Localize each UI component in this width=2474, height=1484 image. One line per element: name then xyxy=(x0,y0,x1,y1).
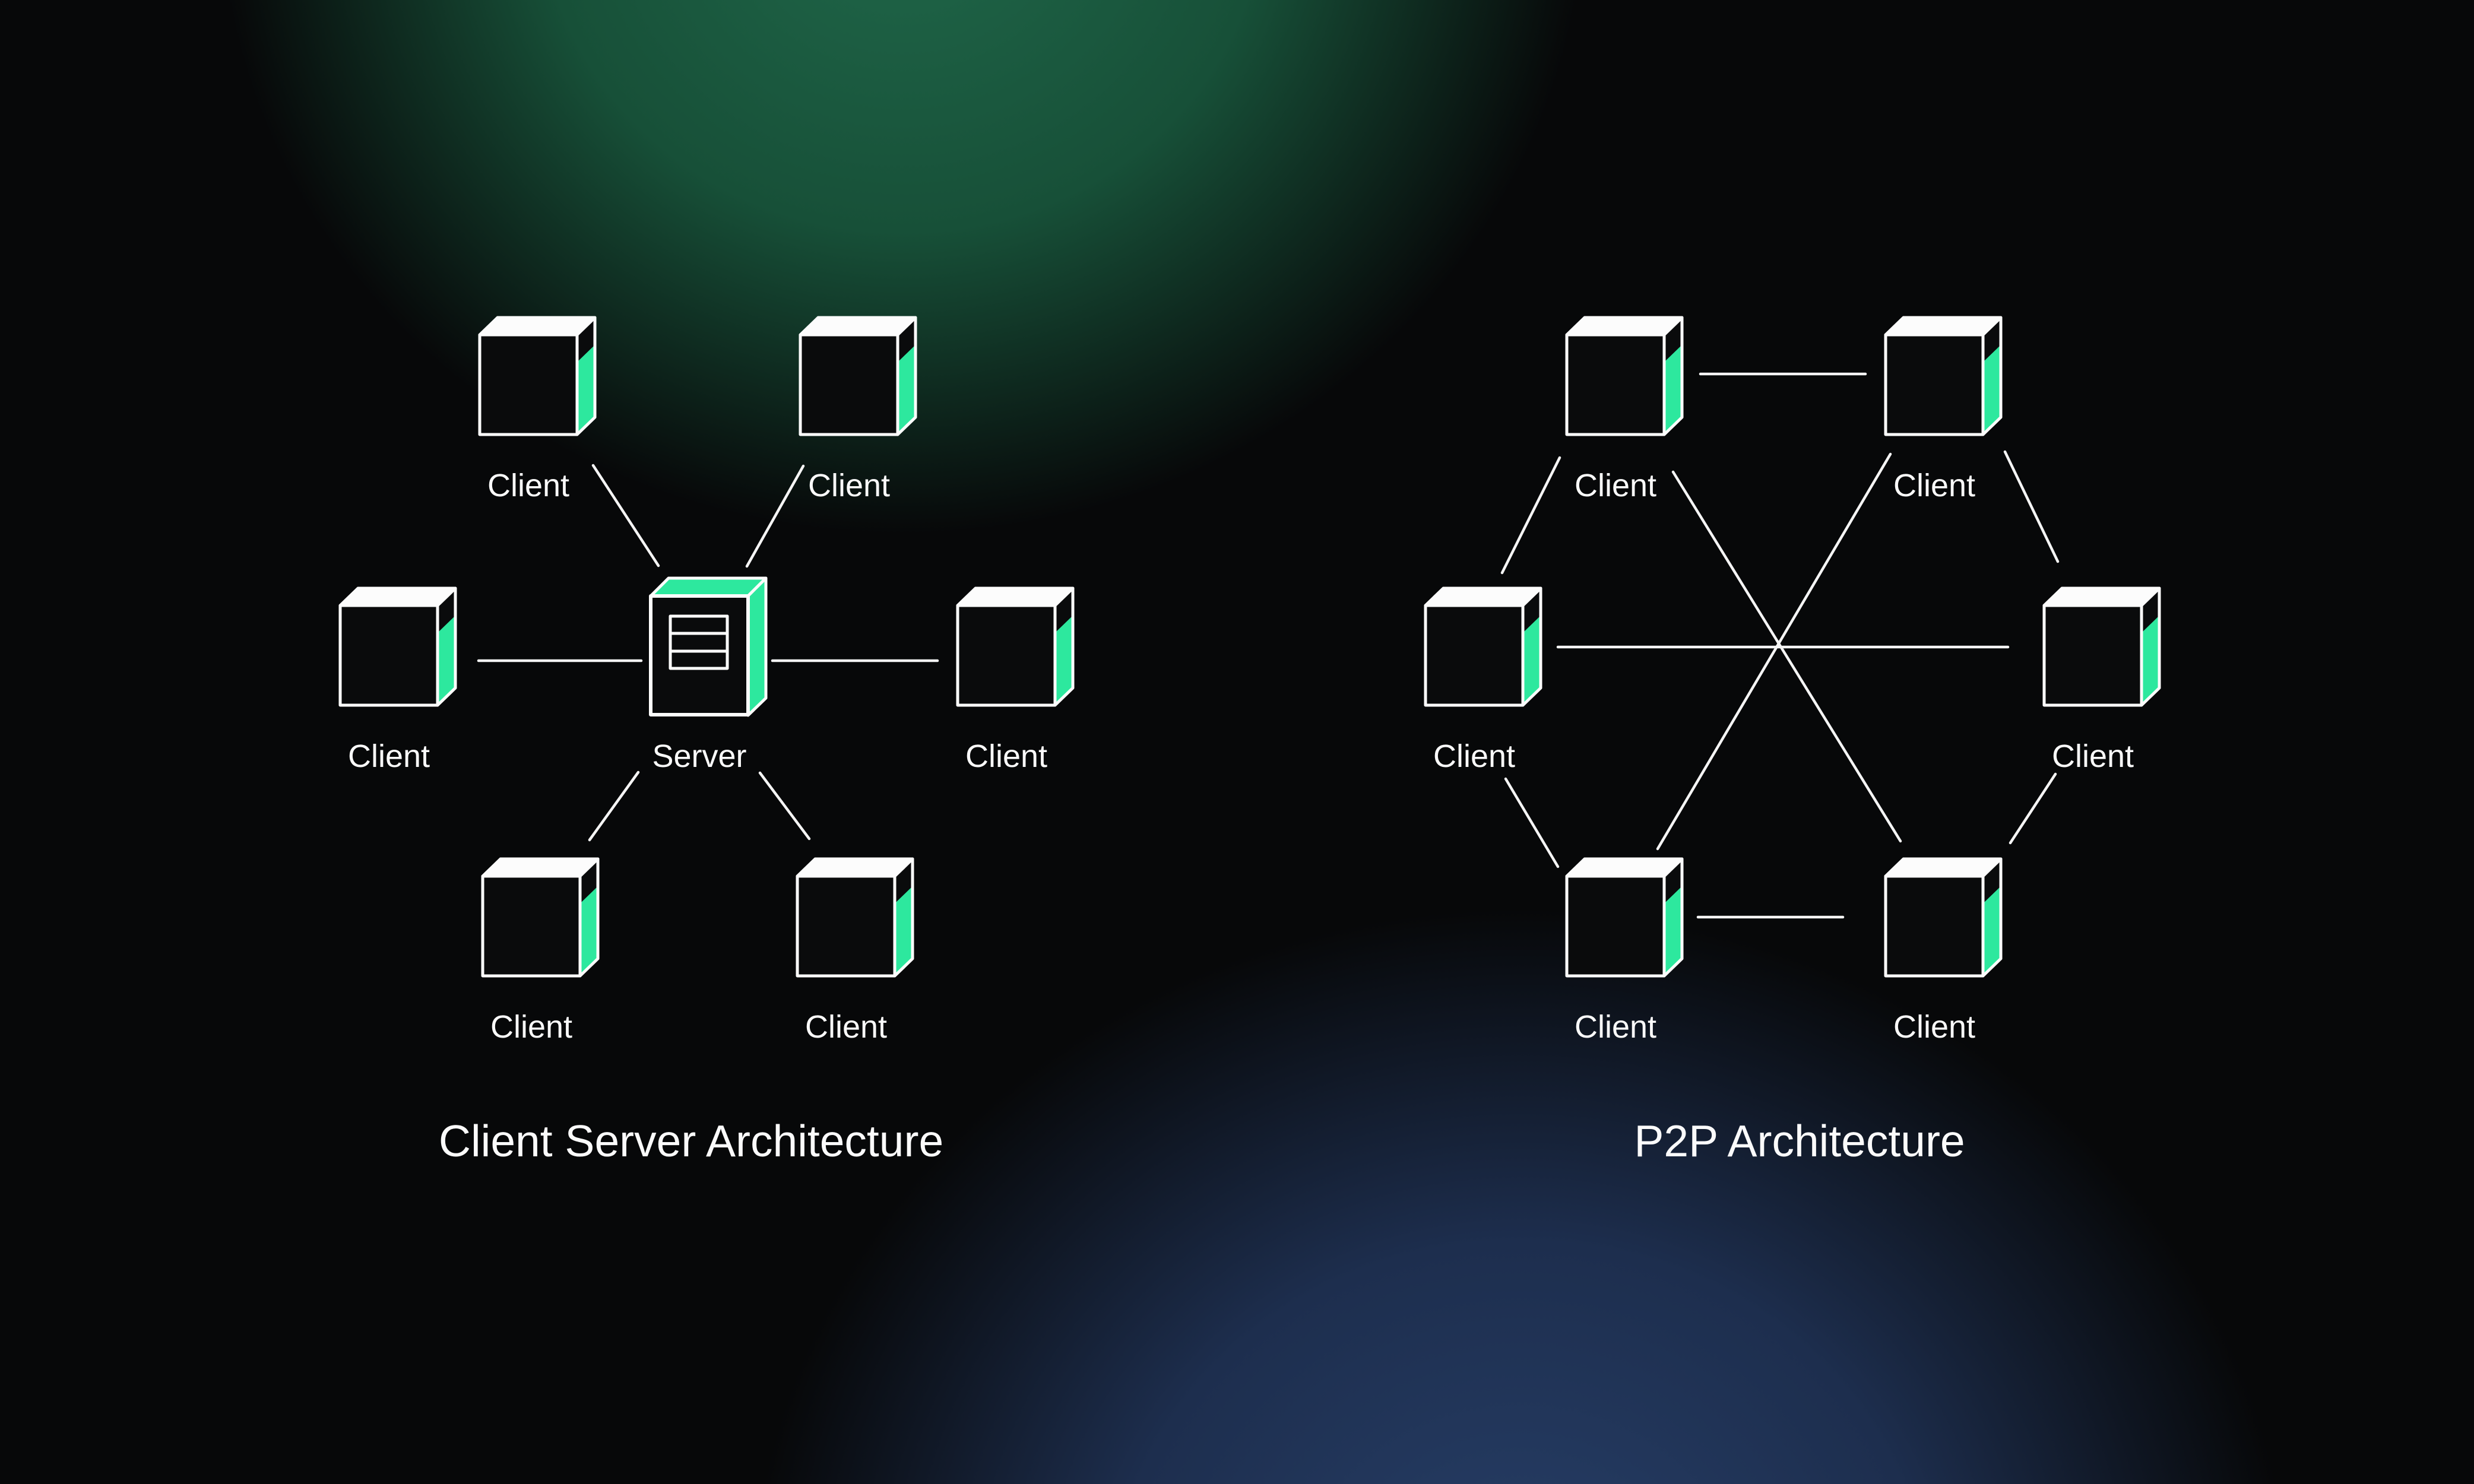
server-node: Server xyxy=(649,573,768,772)
client-node: Client xyxy=(1424,586,1542,772)
client-cube-icon xyxy=(1565,857,1684,978)
client-cube-icon xyxy=(478,316,597,436)
node-label: Client xyxy=(2051,738,2134,774)
client-cube-icon xyxy=(2042,586,2161,707)
connection-line xyxy=(1500,456,1561,575)
client-cube-icon xyxy=(956,586,1075,707)
client-node: Client xyxy=(796,857,914,1043)
client-node: Client xyxy=(2042,586,2161,772)
connection-line xyxy=(758,771,811,841)
node-label: Client xyxy=(1574,1009,1657,1045)
node-label: Client xyxy=(1574,468,1657,503)
connection-line xyxy=(1504,777,1560,868)
client-cube-icon xyxy=(1884,857,2003,978)
client-node: Client xyxy=(1565,857,1684,1043)
client-node: Client xyxy=(1884,315,2003,502)
client-cube-icon xyxy=(481,857,600,978)
connection-line xyxy=(2009,772,2057,845)
node-label: Client xyxy=(807,468,891,503)
node-label: Server xyxy=(652,738,747,774)
client-node: Client xyxy=(956,586,1075,772)
client-cube-icon xyxy=(796,857,914,978)
connection-line xyxy=(591,464,660,567)
client-node: Client xyxy=(799,315,917,502)
node-label: Client xyxy=(347,738,430,774)
client-cube-icon xyxy=(1424,586,1542,707)
server-icon xyxy=(649,576,768,717)
client-cube-icon xyxy=(1884,316,2003,436)
connection-line xyxy=(745,464,805,568)
connection-line xyxy=(2003,450,2060,563)
client-node: Client xyxy=(478,315,597,502)
client-node: Client xyxy=(338,586,457,772)
connection-line xyxy=(1656,452,1892,851)
node-label: Client xyxy=(1433,738,1516,774)
node-label: Client xyxy=(487,468,570,503)
client-node: Client xyxy=(1884,857,2003,1043)
node-label: Client xyxy=(490,1009,573,1045)
client-cube-icon xyxy=(1565,316,1684,436)
connection-line xyxy=(588,770,640,842)
node-label: Client xyxy=(965,738,1048,774)
node-label: Client xyxy=(1893,1009,1976,1045)
node-label: Client xyxy=(1893,468,1976,503)
client-cube-icon xyxy=(338,586,457,707)
client-node: Client xyxy=(481,857,600,1043)
node-label: Client xyxy=(804,1009,888,1045)
client-cube-icon xyxy=(799,316,917,436)
diagram-title-client-server: Client Server Architecture xyxy=(438,1116,944,1166)
diagram-title-p2p: P2P Architecture xyxy=(1634,1116,1965,1166)
connection-line xyxy=(1671,470,1902,843)
client-node: Client xyxy=(1565,315,1684,502)
